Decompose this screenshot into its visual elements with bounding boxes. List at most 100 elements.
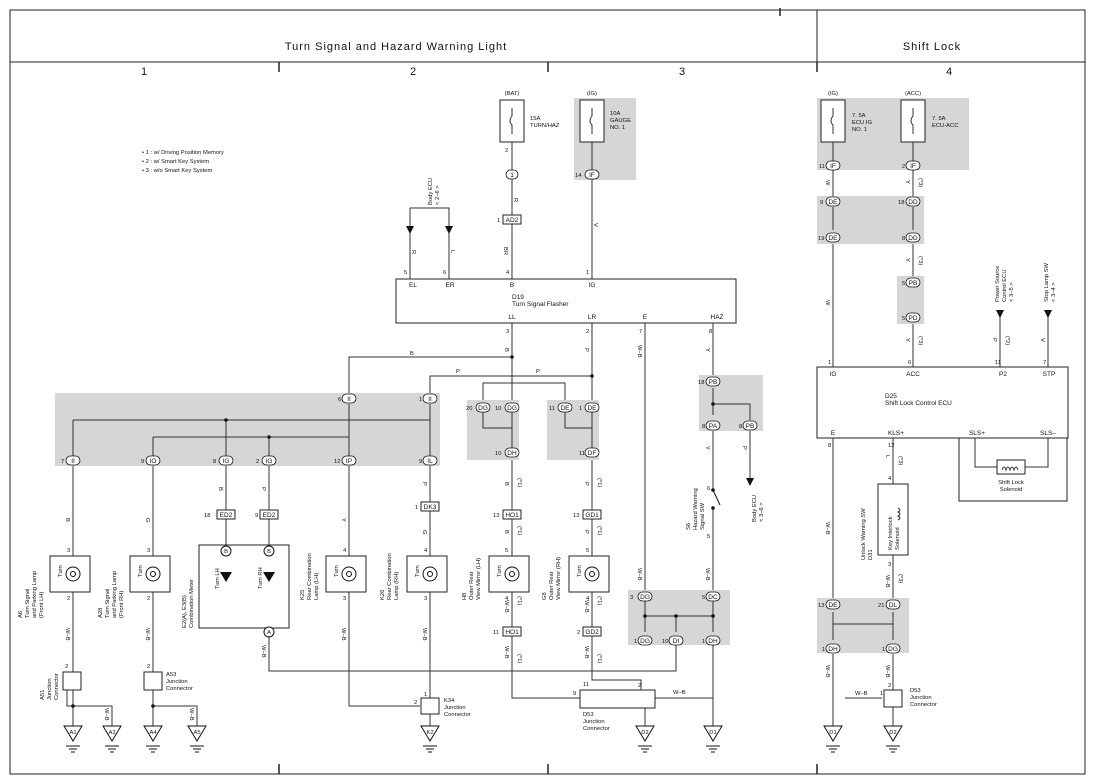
svg-text:4: 4: [586, 596, 590, 602]
svg-text:6: 6: [707, 486, 710, 492]
solenoid-label-2: Solenoid: [1000, 487, 1023, 493]
turn-rh-label: Turn RH: [258, 567, 264, 589]
wire-label-wb-s6: W–B: [704, 568, 710, 581]
connector-dk3: DK3: [424, 504, 437, 511]
svg-text:14: 14: [575, 173, 582, 179]
connector-dh1: DH: [708, 638, 718, 645]
stop-lamp-label: Stop Lamp SW < 3–4 >: [1044, 262, 1057, 302]
lamp-h8: Turn: [488, 555, 530, 593]
svg-text:2: 2: [577, 630, 580, 636]
junction-d53-b: D53 Junction Connector: [883, 688, 937, 708]
svg-text:3: 3: [888, 562, 891, 568]
wire-label-r: R: [512, 198, 518, 202]
fuse-ecu-acc: (ACC) 7. 5A ECU-ACC: [900, 91, 958, 143]
k26-line2: Rear Combination: [387, 553, 393, 600]
svg-text:5: 5: [404, 270, 407, 276]
connector-pa8: PA: [709, 423, 718, 430]
svg-text:1: 1: [586, 270, 589, 276]
ground-k2-label: K2: [426, 730, 433, 736]
combination-meter: B B A Turn LH Turn RH: [198, 544, 290, 638]
svg-text:3: 3: [506, 329, 509, 335]
svg-text:11: 11: [579, 451, 585, 457]
a51-line3: Connector: [54, 673, 60, 700]
wire-label-p-g8: P: [583, 482, 589, 486]
ground-k2: K2: [420, 725, 440, 753]
k34-line3: Connector: [444, 712, 471, 718]
legend-notes: • 1 : w/ Driving Position Memory • 2 : w…: [142, 150, 224, 174]
g8-line3: View Mirror (RH): [556, 557, 562, 600]
power-source-text: Power Source: [995, 266, 1001, 302]
svg-text:4: 4: [888, 476, 892, 482]
g8-code: G8: [542, 592, 548, 600]
wire-label-b-meter: B: [217, 487, 223, 491]
k25-code: K25: [300, 590, 306, 600]
connector-dh10: DH: [507, 450, 517, 457]
wire-label-g-k26: G: [421, 530, 427, 535]
a6-line2: Turn Signal: [25, 589, 31, 618]
wires: [66, 142, 1049, 726]
wire-label-y-acc3: Y: [904, 338, 910, 342]
wire-label-b-h8-2: B: [503, 530, 509, 534]
connector-il9: IL: [427, 458, 433, 465]
svg-text:3: 3: [424, 596, 427, 602]
h8-line3: View Mirror (LH): [476, 558, 482, 600]
power-source-text2: Control ECU: [1002, 269, 1008, 302]
flasher-pin-ll: LL: [508, 314, 516, 321]
wire-label-wb-h8-b: W–B: [503, 646, 509, 659]
ground-d1: D1: [703, 725, 723, 753]
connector-dd18: DD: [908, 199, 918, 206]
svg-text:1: 1: [579, 406, 582, 412]
svg-text:11: 11: [995, 360, 1001, 366]
column-number-4: 4: [946, 66, 952, 78]
wire-label-wb-dg: W–B: [884, 665, 890, 678]
a6-line3: and Parking Lamp: [32, 571, 38, 618]
connector-dl21: DL: [889, 602, 898, 609]
wire-label-wb-k25: W–B: [340, 628, 346, 641]
wire-label-wb-a5: W–B: [188, 708, 194, 721]
connector-de13: DE: [828, 602, 838, 609]
fuse-ecu-ig-name2: NO. 1: [852, 127, 867, 133]
svg-text:4: 4: [424, 548, 428, 554]
wire-label-b-top: B: [410, 351, 414, 357]
k34-code: K34: [444, 698, 455, 704]
fuse-ig-rating: 10A: [610, 111, 620, 117]
wire-label-w-ig2: W: [824, 300, 830, 306]
connector-if11: IF: [830, 163, 836, 170]
ground-a5-label: A5: [193, 730, 200, 736]
a53-line2: Junction: [166, 679, 188, 685]
a28-code: A28: [98, 608, 104, 618]
d53b-line3: Connector: [910, 702, 937, 708]
shift-lock-solenoid: Shift Lock Solenoid: [958, 437, 1068, 502]
svg-text:5: 5: [505, 548, 508, 554]
connector-ig8: IG: [223, 458, 230, 465]
connector-pills: 1 IF AD2 IF IF DE DD DE DD PB PD II II I…: [65, 160, 921, 654]
wire-label-p-k26: P: [421, 482, 427, 486]
svg-text:18: 18: [698, 380, 704, 386]
note-mark-h8-3: (*1): [516, 596, 522, 605]
wire-label-g-a28: G: [144, 518, 150, 523]
svg-text:20: 20: [466, 406, 472, 412]
ground-d2-b: D2: [883, 725, 903, 753]
ground-d2: D2: [635, 725, 655, 753]
connector-de19: DE: [828, 235, 838, 242]
wire-label-wb-g8-b: W–B: [583, 646, 589, 659]
ecu-pin-p2: P2: [999, 371, 1007, 378]
wire-label-wb-e: W–B: [636, 345, 642, 358]
wire-label-b-h8: B: [503, 482, 509, 486]
ground-a2-label: A2: [108, 730, 115, 736]
svg-text:1: 1: [634, 639, 637, 645]
lamp-k26: Turn: [406, 555, 448, 593]
ground-d2-label: D2: [641, 730, 648, 736]
lamp-g8-turn: Turn: [577, 565, 583, 577]
wire-label-p-meter: P: [260, 487, 266, 491]
unlock-warning-sw: D31 Unlock Warning SW Key Interlock Sole…: [861, 483, 909, 560]
wire-label-y-acc: Y: [904, 180, 910, 184]
note-mark-p2: (*2): [1004, 336, 1010, 345]
turn-lh-label: Turn LH: [215, 568, 221, 589]
ecu-pin-ig: IG: [830, 371, 837, 378]
flasher-pin-el: EL: [409, 282, 417, 289]
svg-text:6: 6: [908, 360, 911, 366]
wire-label-wb-d53b: W–B: [855, 691, 868, 697]
ground-d1b-label: D1: [829, 730, 836, 736]
junction-d53: D53 Junction Connector: [579, 689, 656, 732]
